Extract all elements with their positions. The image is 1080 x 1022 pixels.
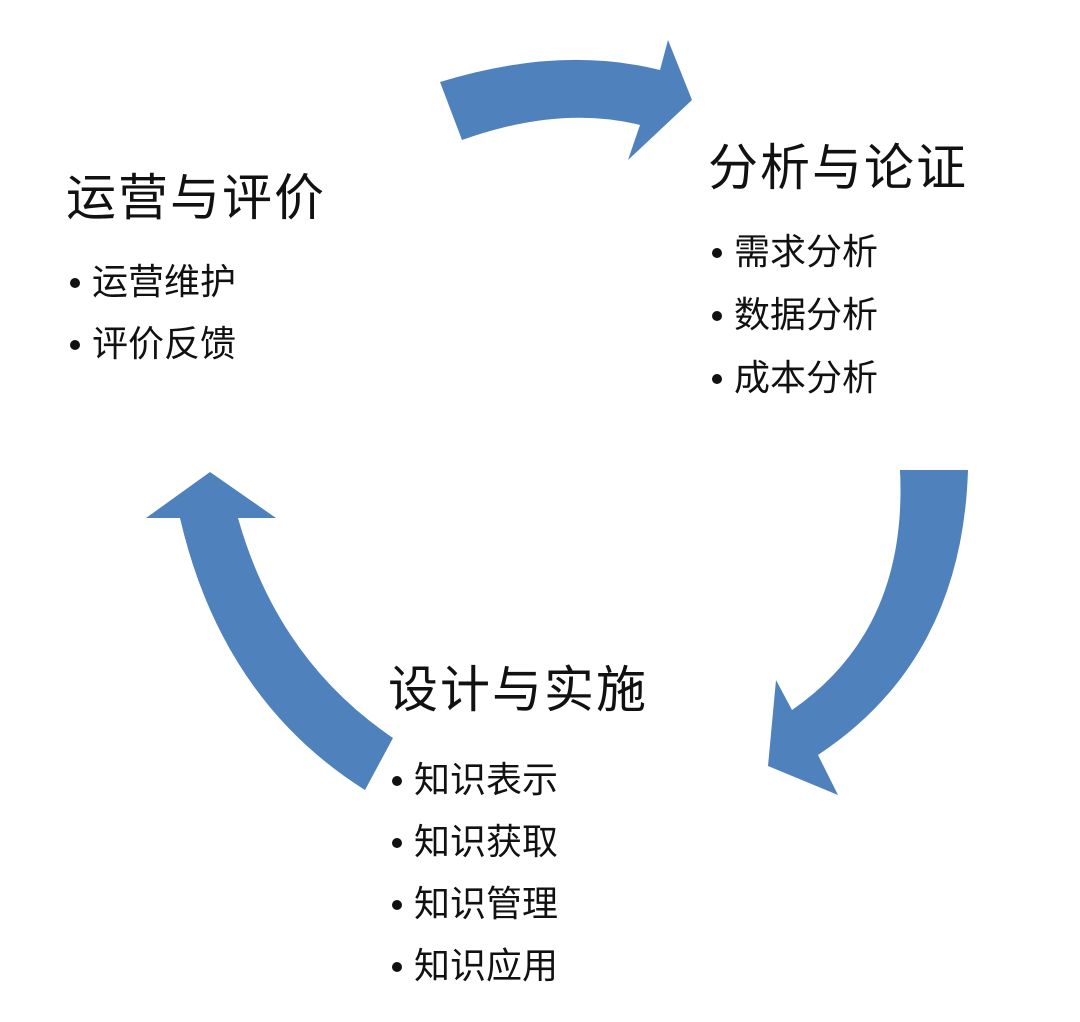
list-item: 知识获取 — [388, 822, 648, 864]
stage-item-list: 运营维护 评价反馈 — [66, 262, 326, 366]
list-item-label: 评价反馈 — [92, 324, 237, 365]
bullet-icon — [70, 278, 80, 288]
bullet-icon — [392, 776, 402, 786]
list-item: 知识表示 — [388, 760, 648, 802]
list-item: 运营维护 — [66, 262, 326, 304]
bullet-icon — [70, 340, 80, 350]
stage-item-list: 知识表示 知识获取 知识管理 知识应用 — [388, 760, 648, 988]
arrow-design-to-ops — [146, 472, 393, 790]
list-item: 需求分析 — [708, 232, 968, 274]
stage-title: 运营与评价 — [66, 169, 326, 227]
bullet-icon — [712, 311, 722, 321]
bullet-icon — [392, 838, 402, 848]
bullet-icon — [392, 900, 402, 910]
bullet-icon — [392, 962, 402, 972]
list-item: 知识应用 — [388, 946, 648, 988]
list-item-label: 运营维护 — [92, 262, 237, 303]
list-item: 知识管理 — [388, 884, 648, 926]
list-item-label: 成本分析 — [734, 358, 879, 399]
bullet-icon — [712, 374, 722, 384]
stage-analysis-argumentation: 分析与论证 需求分析 数据分析 成本分析 — [708, 138, 968, 421]
list-item: 数据分析 — [708, 295, 968, 337]
list-item-label: 知识管理 — [414, 884, 559, 925]
list-item-label: 知识获取 — [414, 822, 559, 863]
stage-operations-evaluation: 运营与评价 运营维护 评价反馈 — [66, 168, 326, 386]
list-item: 成本分析 — [708, 358, 968, 400]
list-item-label: 知识表示 — [414, 760, 559, 801]
stage-title: 分析与论证 — [708, 139, 968, 197]
list-item: 评价反馈 — [66, 324, 326, 366]
arrow-analysis-to-design — [768, 470, 968, 795]
stage-item-list: 需求分析 数据分析 成本分析 — [708, 232, 968, 400]
list-item-label: 数据分析 — [734, 295, 879, 336]
stage-title: 设计与实施 — [388, 661, 648, 719]
bullet-icon — [712, 248, 722, 258]
list-item-label: 需求分析 — [734, 232, 879, 273]
stage-design-implementation: 设计与实施 知识表示 知识获取 知识管理 知识应用 — [388, 660, 648, 1008]
arrow-ops-to-analysis — [440, 40, 692, 160]
list-item-label: 知识应用 — [414, 946, 559, 987]
